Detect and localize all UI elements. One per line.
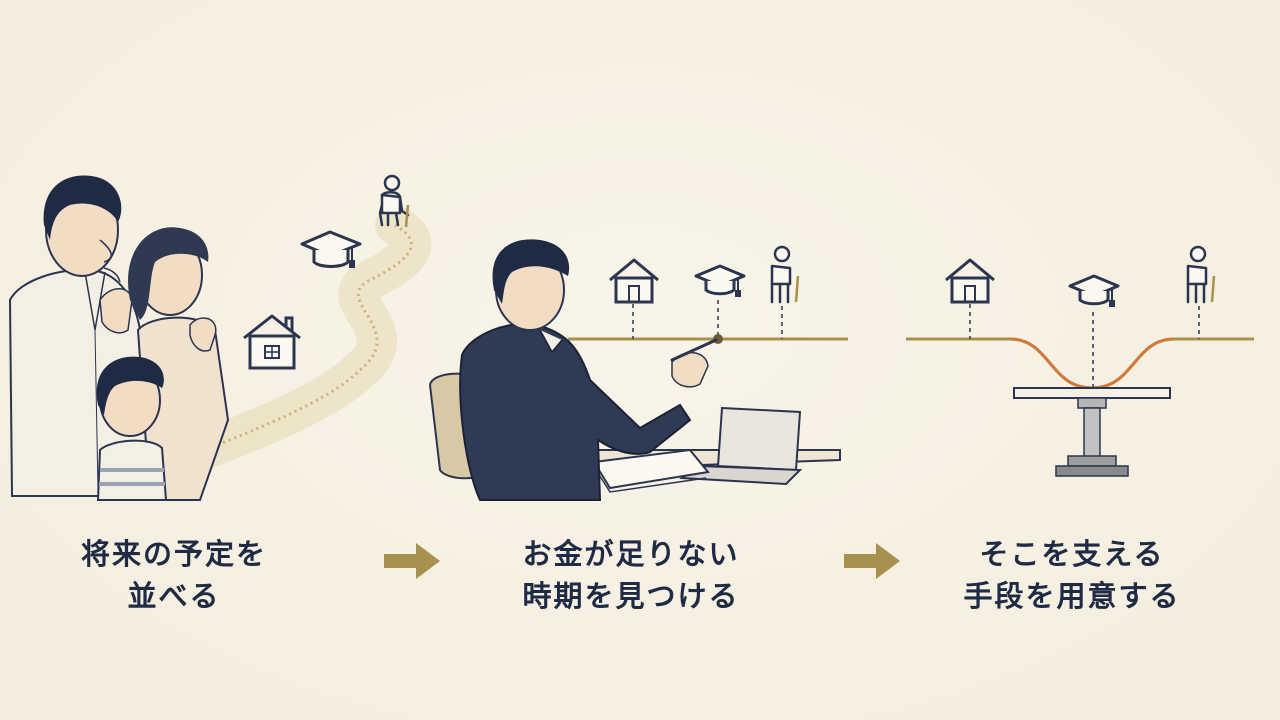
graduation-cap-icon: [300, 230, 362, 268]
house-icon: [945, 258, 995, 304]
step-2-line-1: お金が足りない: [522, 537, 740, 571]
house-icon: [243, 314, 301, 370]
house-icon: [609, 258, 659, 304]
graduation-cap-icon: [694, 264, 746, 297]
child-figure: [96, 356, 168, 501]
timeline-line: [906, 337, 1254, 390]
laptop: [678, 406, 803, 486]
step-1-line-2: 並べる: [127, 579, 221, 613]
step-1-line-1: 将来の予定を: [80, 537, 267, 571]
step-3-caption: そこを支える 手段を用意する: [902, 533, 1242, 617]
father-figure: [8, 175, 152, 497]
elderly-person-icon: [378, 174, 410, 228]
panel-3-support-illustration: [906, 245, 1254, 477]
arrow-right-icon: [844, 543, 900, 579]
graduation-cap-icon: [1068, 274, 1120, 307]
panel-2-planner-illustration: [428, 239, 848, 501]
step-3-line-2: 手段を用意する: [963, 579, 1181, 613]
documents-stack: [592, 448, 710, 493]
arrow-right-icon: [384, 543, 440, 579]
step-1-caption: 将来の予定を 並べる: [4, 533, 344, 617]
pen: [670, 338, 718, 362]
support-table: [1013, 387, 1171, 477]
dip-curve: [1009, 337, 1175, 390]
step-2-line-2: 時期を見つける: [522, 579, 740, 613]
elderly-person-icon: [1186, 245, 1216, 304]
man-at-desk-figure: [459, 239, 718, 501]
elderly-person-icon: [770, 245, 800, 304]
panel-1-family-illustration: [8, 174, 432, 501]
step-2-caption: お金が足りない 時期を見つける: [461, 533, 801, 617]
step-3-line-1: そこを支える: [979, 537, 1165, 571]
